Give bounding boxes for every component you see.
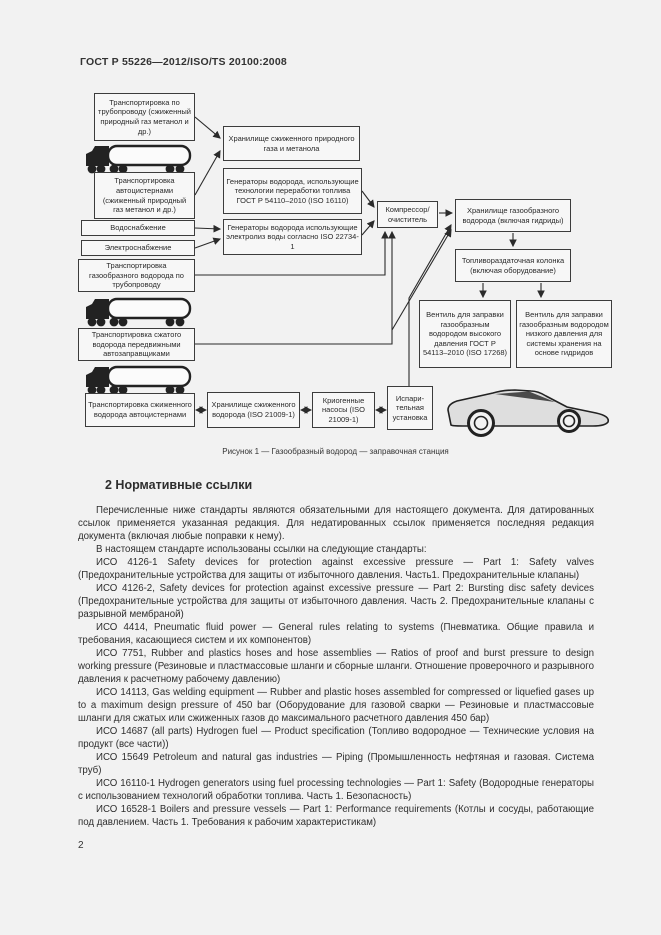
paragraph: ИСО 14687 (all parts) Hydrogen fuel — Pr… [78, 726, 594, 750]
paragraph: ИСО 16528-1 Boilers and pressure vessels… [78, 804, 594, 828]
node-valve-high-pressure: Вентиль для заправки газообразным водоро… [419, 300, 511, 368]
paragraph: ИСО 4414, Pneumatic fluid power — Genera… [78, 622, 594, 646]
node-generators-fuel-processing: Генераторы водорода, использующие технол… [223, 168, 362, 214]
sports-car-icon [443, 385, 615, 437]
figure-caption: Рисунок 1 — Газообразный водород — запра… [222, 447, 449, 456]
node-storage-lng: Хранилище сжиженного природного газа и м… [223, 126, 360, 161]
paragraph: ИСО 7751, Rubber and plastics hoses and … [78, 648, 594, 685]
node-power-supply: Электроснабжение [81, 240, 195, 256]
node-compressor: Компрессор/ очиститель [377, 201, 438, 228]
paragraph: ИСО 4126-1 Safety devices for protection… [78, 557, 594, 581]
node-valve-low-pressure: Вентиль для заправки газообразным водоро… [516, 300, 612, 368]
tanker-truck-icon [83, 362, 195, 396]
paragraph: Перечисленные ниже стандарты являются об… [78, 505, 594, 542]
node-transport-mobile-ch2: Транспортировка сжатого водорода передви… [78, 328, 195, 361]
node-vaporizer: Испари­тельная установка [387, 386, 433, 430]
node-dispenser: Топливораздаточная колонка (включая обор… [455, 249, 571, 282]
node-storage-gh2: Хранилище газообразного водорода (включа… [455, 199, 571, 232]
paragraph: ИСО 4126-2, Safety devices for protectio… [78, 583, 594, 620]
figure-1-flowchart: Транспортировка по трубопроводу (сжиженн… [0, 0, 661, 445]
paragraph: В настоящем стандарте использованы ссылк… [96, 544, 427, 555]
normative-references-text: Перечисленные ниже стандарты являются об… [78, 504, 594, 829]
paragraph: ИСО 16110-1 Hydrogen generators using fu… [78, 778, 594, 802]
tanker-truck-icon [83, 294, 195, 328]
node-storage-lh2: Хранилище сжижен­ного водорода (ISO 2100… [207, 392, 300, 428]
tanker-truck-icon [83, 141, 195, 175]
paragraph: ИСО 15649 Petroleum and natural gas indu… [78, 752, 594, 776]
node-water-supply: Водоснабжение [81, 220, 195, 236]
node-transport-pipeline-lng: Транспортировка по трубопроводу (сжиженн… [94, 93, 195, 141]
flowchart-arrows [194, 116, 545, 414]
paragraph: ИСО 14113, Gas welding equipment — Rubbe… [78, 687, 594, 724]
node-transport-tankers-lh2: Транспортировка сжиженного водорода авто… [85, 393, 195, 427]
node-generators-electrolysis: Генераторы водорода использующие электро… [223, 219, 362, 255]
node-cryo-pumps: Криогенные насосы (ISO 21009-1) [312, 392, 375, 428]
section-heading: 2 Нормативные ссылки [105, 478, 253, 492]
node-transport-pipeline-gh2: Транспортировка газообразного водорода п… [78, 259, 195, 292]
node-transport-tankers-lng: Транспортировка автоцистернами (сжиженны… [94, 172, 195, 219]
page-number: 2 [78, 840, 84, 851]
doc-header: ГОСТ Р 55226—2012/ISO/TS 20100:2008 [80, 56, 287, 68]
